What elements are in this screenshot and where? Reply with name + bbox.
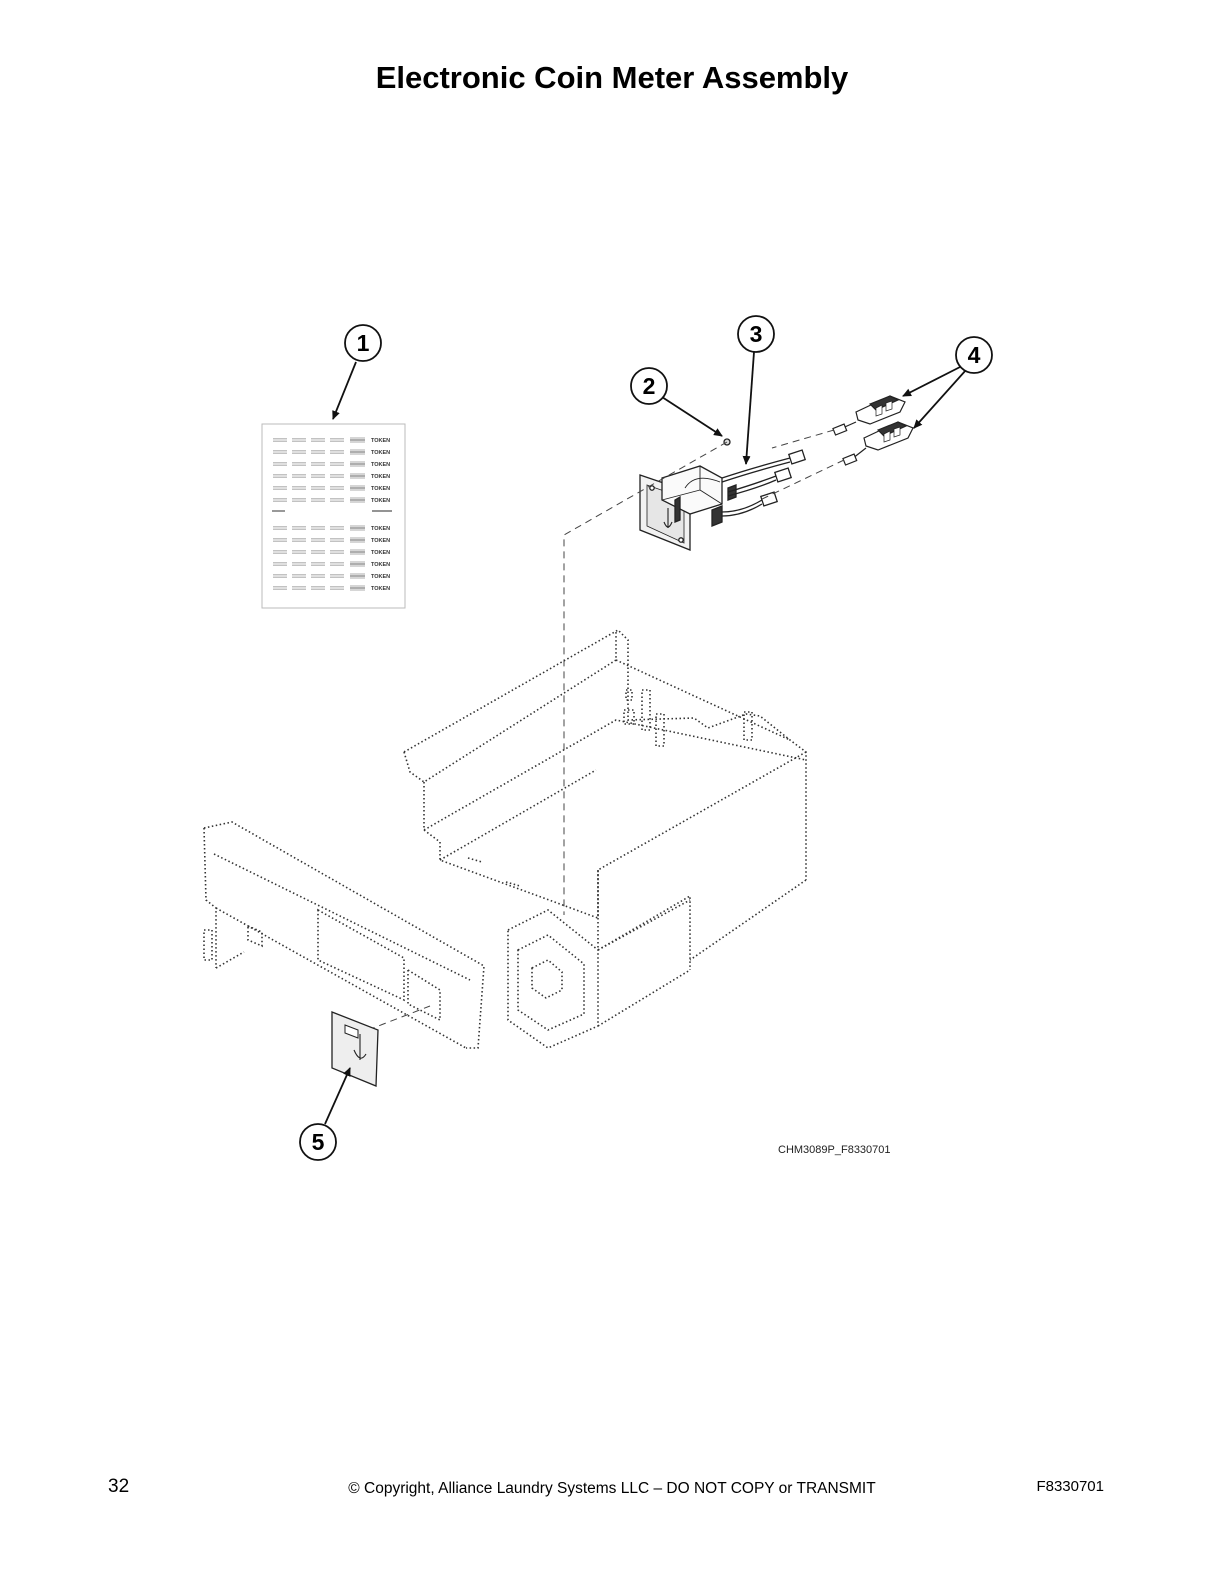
coin-meter-assembly — [639, 438, 807, 551]
harness-connectors — [832, 395, 914, 466]
decal-token-label: TOKEN — [371, 450, 390, 456]
front-console-panel — [203, 821, 485, 1049]
callout-3: 3 — [737, 315, 775, 353]
callout-4-label: 4 — [968, 342, 981, 368]
decal-token-label: TOKEN — [371, 538, 390, 544]
assembly-dashed-lines — [367, 429, 845, 1031]
decal-token-label: TOKEN — [371, 586, 390, 592]
page-number: 32 — [108, 1476, 130, 1497]
callout-4: 4 — [955, 336, 993, 374]
token-decal-sheet: TOKEN TOKEN TOKEN TOKEN TOKEN TOKEN TOKEN TOKEN… — [261, 423, 406, 609]
document-number: F8330701 — [1036, 1478, 1104, 1495]
figure-id: CHM3089P_F8330701 — [778, 1144, 891, 1156]
decal-token-label: TOKEN — [371, 574, 390, 580]
callout-5: 5 — [299, 1123, 337, 1161]
callout-2-label: 2 — [643, 373, 656, 399]
meter-label-plate — [331, 1011, 379, 1087]
decal-token-label: TOKEN — [371, 462, 390, 468]
token-decal-rows: TOKEN TOKEN TOKEN TOKEN TOKEN TOKEN TOKEN TOKEN… — [272, 437, 392, 592]
decal-token-label: TOKEN — [371, 550, 390, 556]
decal-token-label: TOKEN — [371, 562, 390, 568]
decal-token-label: TOKEN — [371, 486, 390, 492]
decal-token-label: TOKEN — [371, 438, 390, 444]
decal-token-label: TOKEN — [371, 474, 390, 480]
decal-token-label: TOKEN — [371, 498, 390, 504]
control-box-outline — [403, 629, 807, 1049]
copyright-notice: © Copyright, Alliance Laundry Systems LL… — [348, 1480, 876, 1497]
callout-5-label: 5 — [312, 1129, 325, 1155]
callout-1: 1 — [344, 324, 382, 362]
callout-3-label: 3 — [750, 321, 763, 347]
callout-2: 2 — [630, 367, 668, 405]
callout-leaders — [324, 351, 967, 1125]
page-title: Electronic Coin Meter Assembly — [375, 60, 849, 95]
decal-token-label: TOKEN — [371, 526, 390, 532]
callout-1-label: 1 — [357, 330, 370, 356]
